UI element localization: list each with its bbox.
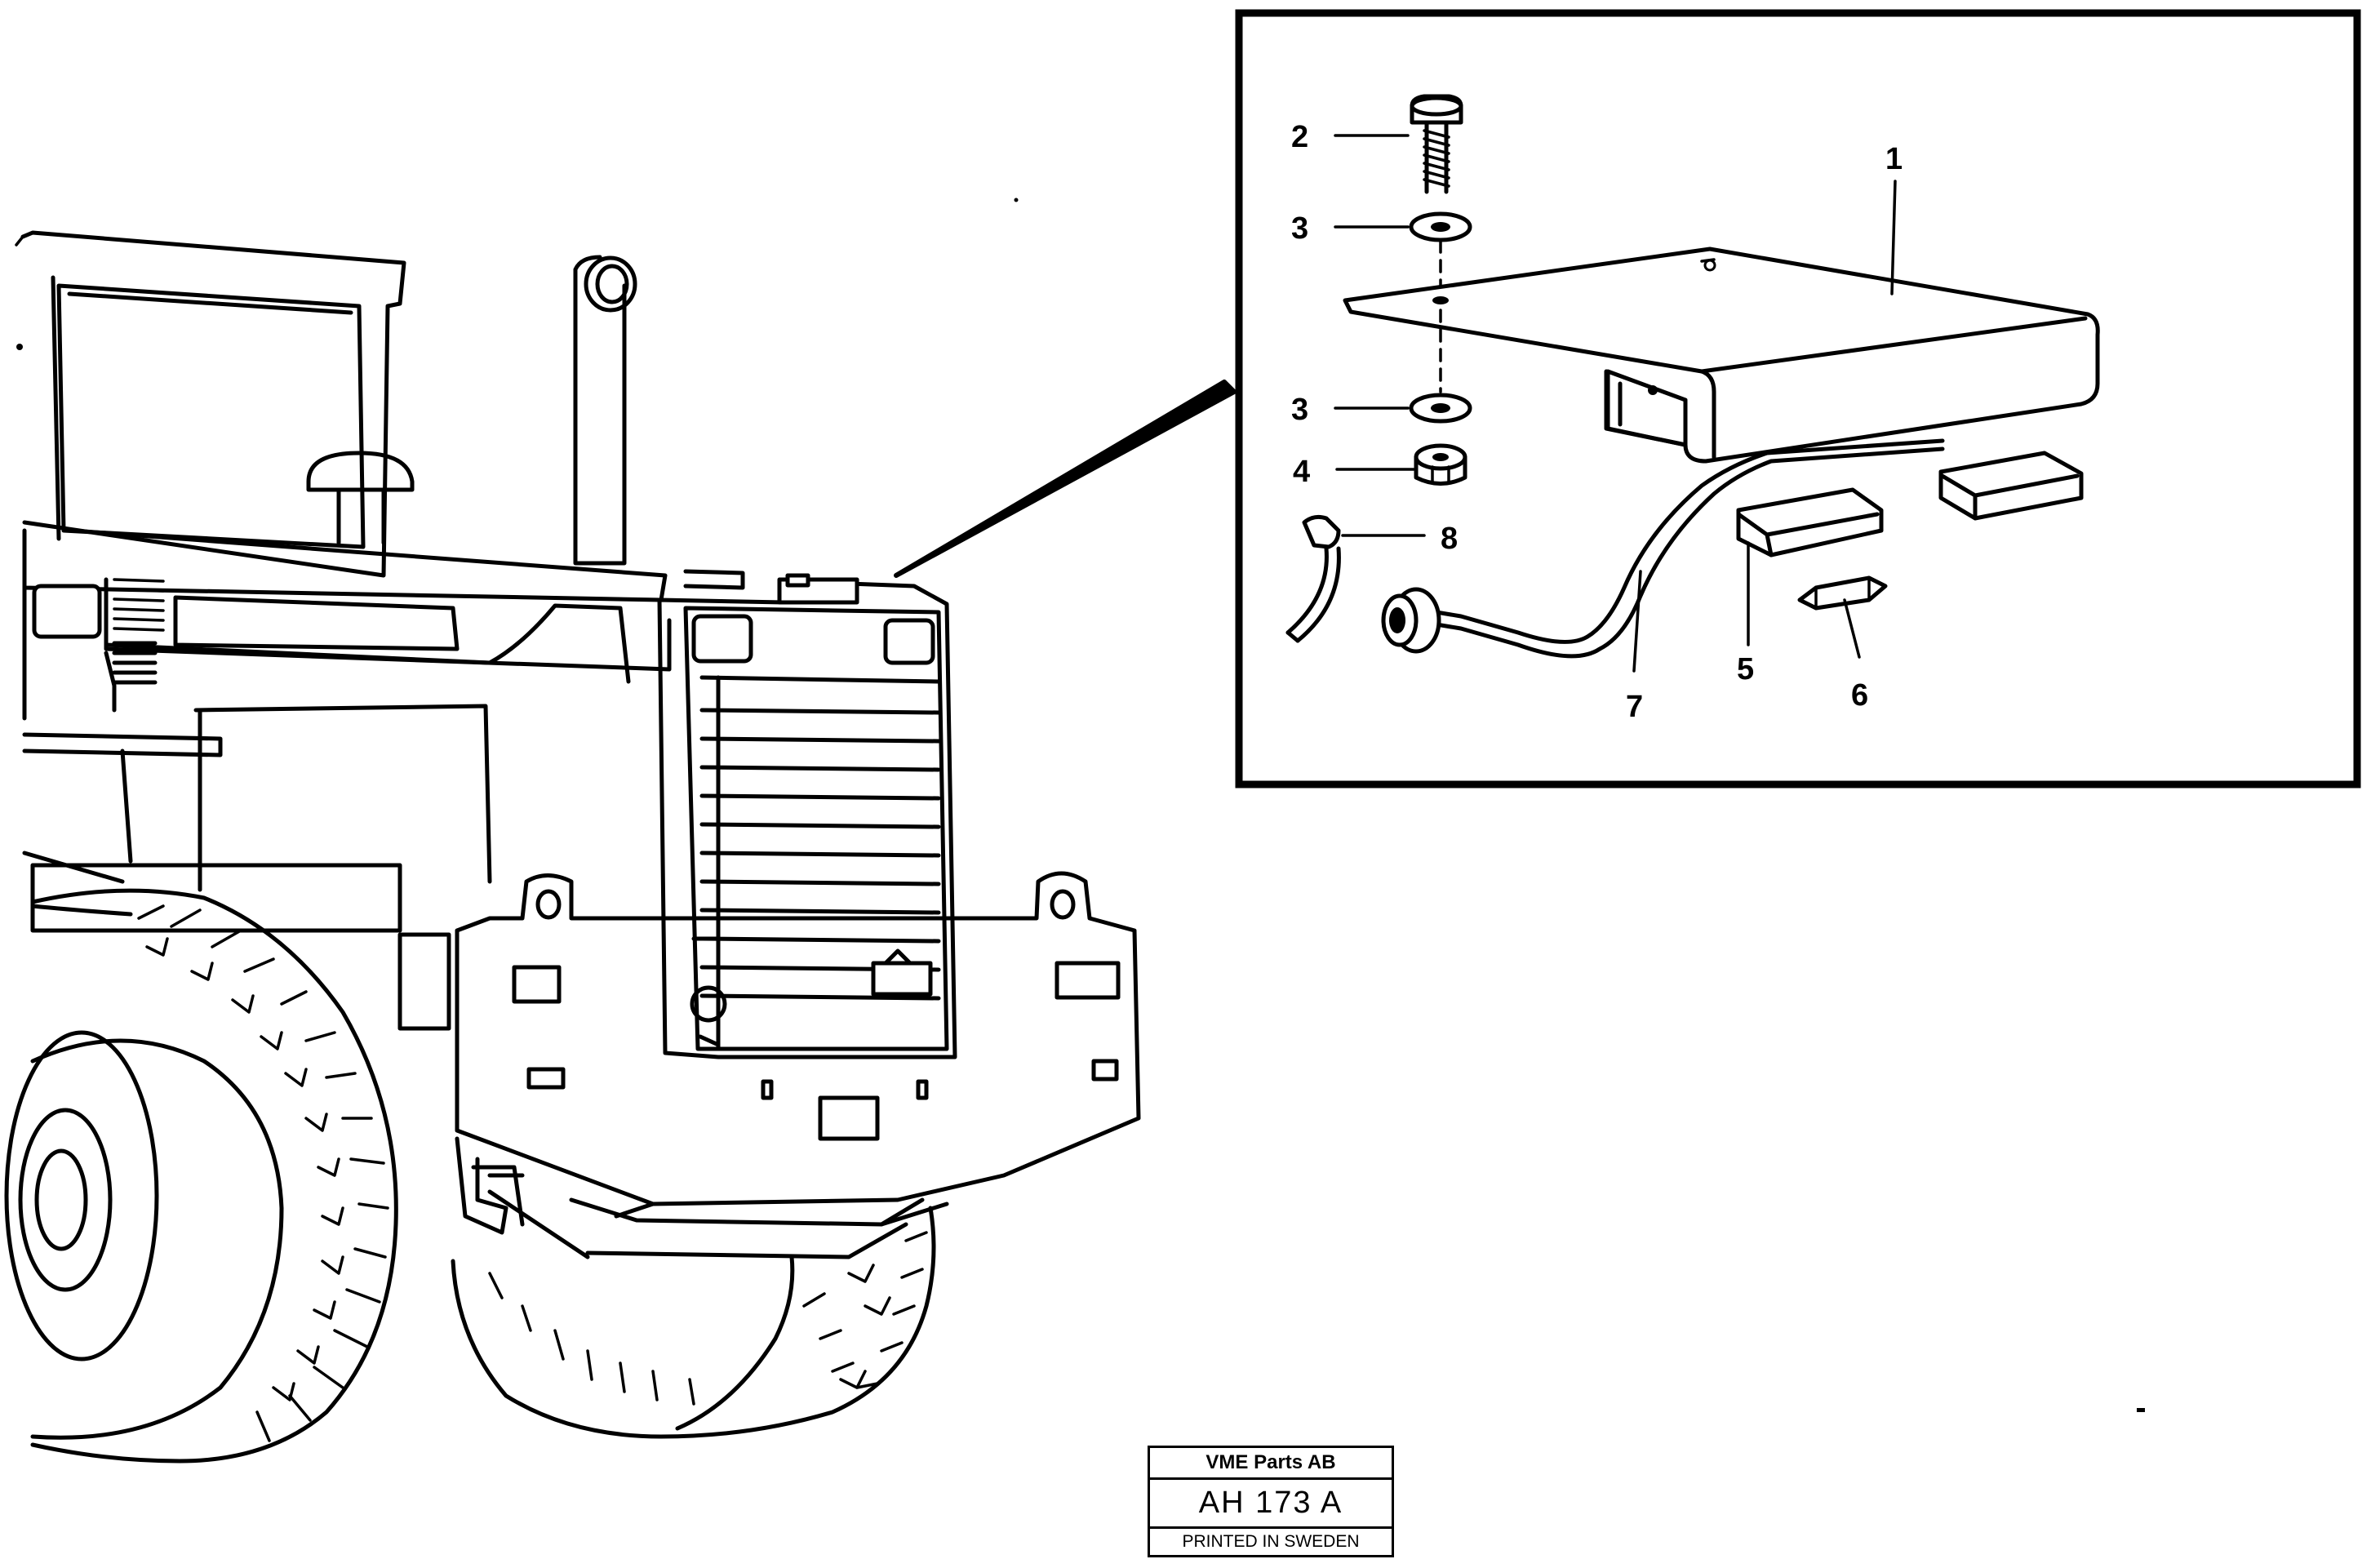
callout-4: 4 xyxy=(1293,455,1310,489)
lamp-housing xyxy=(1736,451,2084,557)
detail-inset: 1 2 3 3 4 8 5 6 7 xyxy=(1235,9,2361,788)
cab xyxy=(15,230,406,578)
lamp-bracket xyxy=(1343,247,2100,464)
title-block-company: VME Parts AB xyxy=(1150,1448,1392,1480)
engine-hood xyxy=(22,528,672,892)
exhaust-stack xyxy=(573,255,637,566)
leader-lines xyxy=(1334,134,1897,673)
washer-bottom xyxy=(1409,309,1472,424)
callout-1: 1 xyxy=(1885,142,1903,176)
title-block-drawing-code: AH 173 A xyxy=(1150,1479,1392,1529)
detail-leader xyxy=(894,380,1237,578)
rear-wheel-left xyxy=(4,888,398,1464)
callout-3b: 3 xyxy=(1291,393,1308,427)
cable xyxy=(1381,438,1945,659)
rear-wheel-right xyxy=(451,1206,936,1439)
callout-6: 6 xyxy=(1851,678,1868,713)
bulb xyxy=(1797,575,1888,611)
washer-top xyxy=(1409,211,1472,304)
wheel-loader-illustration xyxy=(4,230,1141,1464)
nut xyxy=(1414,443,1467,486)
air-intake xyxy=(306,451,415,545)
callout-7: 7 xyxy=(1626,690,1643,724)
callout-5: 5 xyxy=(1737,652,1754,686)
screw xyxy=(1410,94,1463,194)
counterweight xyxy=(30,863,1141,1259)
radiator-grille xyxy=(657,569,957,1059)
callout-8: 8 xyxy=(1441,522,1458,556)
callout-3a: 3 xyxy=(1291,211,1308,246)
cable-tie xyxy=(1285,514,1341,643)
title-block-printed: PRINTED IN SWEDEN xyxy=(1182,1532,1360,1551)
title-block: VME Parts AB AH 173 A PRINTED IN SWEDEN xyxy=(1148,1446,1394,1557)
callout-2: 2 xyxy=(1291,120,1308,154)
